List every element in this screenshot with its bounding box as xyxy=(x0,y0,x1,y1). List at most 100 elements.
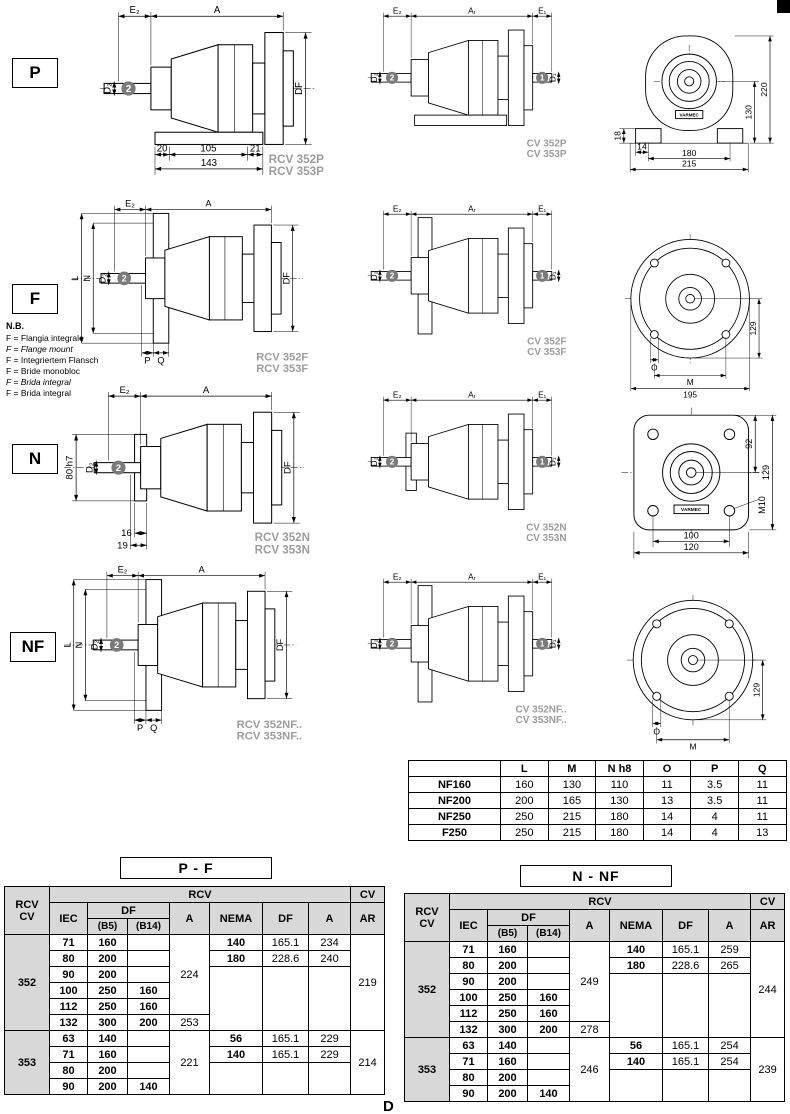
iec-size: 100 xyxy=(49,982,88,999)
dim-value: 200 xyxy=(500,792,549,809)
nema-empty xyxy=(209,1062,263,1095)
dim-value: 250 xyxy=(500,808,549,825)
b14-value xyxy=(127,950,170,967)
nema-empty xyxy=(609,1069,663,1102)
dim-label: E₂ xyxy=(393,573,402,582)
gearbox-body xyxy=(64,411,304,524)
dim-label: 18 xyxy=(613,131,623,141)
dim-value: 215 xyxy=(547,824,597,841)
b5-value: 160 xyxy=(487,1053,528,1070)
svg-text:2: 2 xyxy=(114,640,119,650)
nema-empty xyxy=(662,1069,709,1102)
nema-header: NEMA xyxy=(609,909,663,942)
b5-value: 140 xyxy=(487,1037,528,1054)
b14-value xyxy=(527,957,570,974)
model-labels: CV 352NF..CV 353NF.. xyxy=(516,704,567,725)
nema-size: 140 xyxy=(209,1046,263,1063)
dim-label: M10 xyxy=(757,496,767,514)
iec-size: 63 xyxy=(449,1037,488,1054)
b5-value: 250 xyxy=(87,982,128,999)
shaft-number-badge: 2 xyxy=(385,71,399,84)
iec-size: 132 xyxy=(49,1014,88,1031)
note-line: F = Bride monobloc xyxy=(6,365,80,376)
dim-value: 13 xyxy=(737,824,787,841)
dim-label: 220 xyxy=(759,82,769,97)
nema-size: 180 xyxy=(209,950,263,967)
b14-value: 200 xyxy=(127,1014,170,1031)
dim-label: Q xyxy=(150,723,157,733)
svg-text:RCV 352N: RCV 352N xyxy=(255,532,310,544)
svg-text:CV 352P: CV 352P xyxy=(527,138,567,149)
svg-text:1: 1 xyxy=(540,640,545,649)
front-view-round-flange xyxy=(626,594,761,726)
dim-label: E₁ xyxy=(538,205,546,214)
b14-value xyxy=(127,1046,170,1063)
nema-df-value: 165.1 xyxy=(662,941,709,958)
nema-size: 56 xyxy=(209,1030,263,1047)
nema-df-value: 165.1 xyxy=(262,1030,309,1047)
dim-label: 19 xyxy=(117,540,128,551)
dim-label: 129 xyxy=(749,321,758,335)
dim-label: A xyxy=(203,385,210,396)
svg-text:1: 1 xyxy=(540,272,545,281)
dim-col-header: P xyxy=(690,760,739,777)
df-header: DF xyxy=(87,902,170,919)
b14-value xyxy=(127,966,170,983)
b14-value xyxy=(527,1069,570,1086)
dim-value: 165 xyxy=(547,792,597,809)
svg-text:RCV 353P: RCV 353P xyxy=(269,165,324,178)
dim-label: 130 xyxy=(743,105,753,120)
dim-label: 195 xyxy=(683,390,697,399)
b14-header: (B14) xyxy=(527,925,570,942)
dim-label: D₁ xyxy=(549,271,558,280)
nema-a-value: 240 xyxy=(307,950,352,967)
note-line: F = Flange mount xyxy=(6,343,73,354)
b5-value: 250 xyxy=(487,1005,528,1022)
a-header: A xyxy=(169,902,210,935)
shaft-number-badge: 2 xyxy=(109,638,124,652)
b5-value: 200 xyxy=(87,1078,128,1095)
svg-text:CV 353F: CV 353F xyxy=(527,347,566,358)
svg-text:RCV 352NF..: RCV 352NF.. xyxy=(237,719,302,731)
shaft-number-badge: 1 xyxy=(536,269,549,282)
dim-row-label: F250 xyxy=(408,824,501,841)
nema-df-value: 228.6 xyxy=(662,957,709,974)
gearbox-body xyxy=(100,32,316,145)
dim-label: 20 xyxy=(157,144,168,155)
dim-label: E₁ xyxy=(538,391,546,400)
b14-value: 160 xyxy=(527,989,570,1006)
dim-label: M xyxy=(689,742,696,752)
nema-df-value: 165.1 xyxy=(662,1053,709,1070)
iec-size: 71 xyxy=(49,934,88,951)
dim-label: D₂ xyxy=(370,639,379,648)
nema-size: 180 xyxy=(609,957,663,974)
b5-value: 200 xyxy=(87,966,128,983)
svg-text:2: 2 xyxy=(116,463,121,474)
mount-type-label-f: F xyxy=(12,284,58,314)
nema-empty xyxy=(307,1062,352,1095)
ar-value: 239 xyxy=(750,1037,786,1102)
dim-label: D₁ xyxy=(549,73,558,82)
dim-label: A xyxy=(199,565,206,575)
svg-text:CV 353NF..: CV 353NF.. xyxy=(516,715,567,726)
dim-label: A xyxy=(214,5,221,16)
b5-value: 200 xyxy=(487,1069,528,1086)
dim-label: D₂ xyxy=(97,273,107,284)
a-value: 246 xyxy=(569,1037,610,1102)
dim-col-header: Q xyxy=(737,760,787,777)
a-value: 221 xyxy=(169,1030,210,1095)
iec-size: 80 xyxy=(49,950,88,967)
dim-value: 180 xyxy=(595,824,644,841)
